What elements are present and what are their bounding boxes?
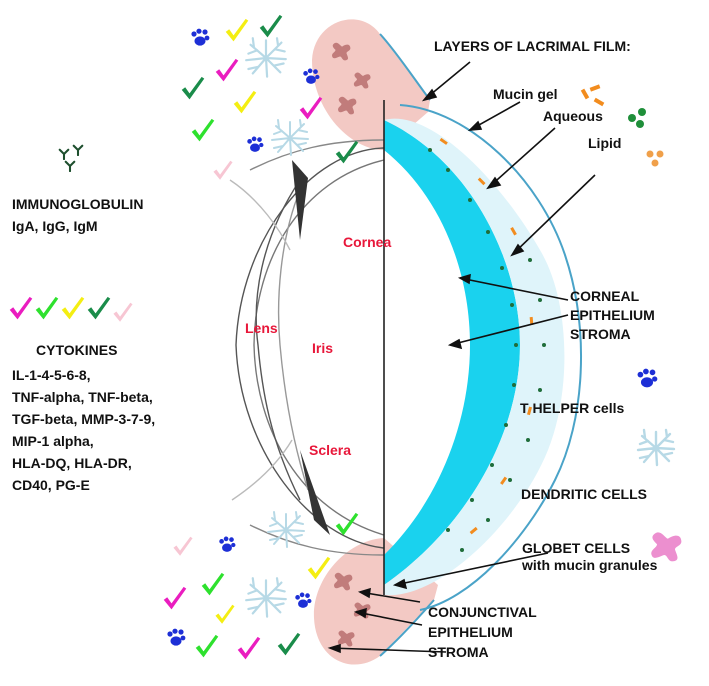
cytokine-item: CD40, PG-E bbox=[12, 477, 90, 493]
corneal-line: STROMA bbox=[570, 326, 631, 342]
conjunctival-label: CONJUNCTIVAL EPITHELIUM STROMA bbox=[428, 602, 537, 662]
corneal-label: CORNEAL EPITHELIUM STROMA bbox=[570, 287, 655, 344]
cytokine-checks bbox=[9, 296, 133, 322]
cytokines-title: CYTOKINES bbox=[36, 342, 118, 358]
aqueous-icon bbox=[628, 108, 646, 128]
layers-title: LAYERS OF LACRIMAL FILM: bbox=[434, 38, 631, 54]
conjunctiva-top bbox=[312, 19, 431, 151]
cytokines-list: IL-1-4-5-6-8, TNF-alpha, TNF-beta, TGF-b… bbox=[12, 364, 155, 496]
lens-label: Lens bbox=[245, 320, 278, 336]
pointer-arrows bbox=[327, 61, 596, 654]
immunoglobulin-icon bbox=[58, 144, 84, 172]
iris-label: Iris bbox=[312, 340, 334, 356]
mucin-gel-label: Mucin gel bbox=[493, 86, 558, 102]
immunoglobulin-types: IgA, IgG, IgM bbox=[12, 218, 98, 234]
cytokine-item: HLA-DQ, HLA-DR, bbox=[12, 455, 132, 471]
lipid-label: Lipid bbox=[588, 135, 622, 151]
immunoglobulin-title: IMMUNOGLOBULIN bbox=[12, 196, 144, 212]
globet-label: GLOBET CELLS with mucin granules bbox=[522, 540, 657, 574]
mucin-icon bbox=[580, 84, 605, 107]
eye-outline bbox=[229, 100, 385, 595]
corneal-line: CORNEAL bbox=[570, 288, 640, 304]
aqueous-label: Aqueous bbox=[543, 108, 603, 124]
t-helper-label: T HELPER cells bbox=[520, 400, 625, 416]
cytokine-item: TGF-beta, MMP-3-7-9, bbox=[12, 411, 156, 427]
globet-line: with mucin granules bbox=[522, 557, 658, 573]
cytokine-item: TNF-alpha, TNF-beta, bbox=[12, 389, 153, 405]
conjunctival-line: STROMA bbox=[428, 644, 489, 660]
lipid-icon bbox=[646, 150, 664, 167]
corneal-line: EPITHELIUM bbox=[570, 307, 655, 323]
conjunctival-line: CONJUNCTIVAL bbox=[428, 604, 537, 620]
sclera-label: Sclera bbox=[309, 442, 352, 458]
dendritic-cell-icon bbox=[636, 428, 676, 467]
globet-line: GLOBET CELLS bbox=[522, 540, 631, 556]
cytokine-item: MIP-1 alpha, bbox=[12, 433, 94, 449]
cornea-label: Cornea bbox=[343, 234, 392, 250]
conjunctival-line: EPITHELIUM bbox=[428, 624, 513, 640]
cornea-layers bbox=[384, 104, 583, 611]
cytokine-item: IL-1-4-5-6-8, bbox=[12, 367, 91, 383]
dendritic-label: DENDRITIC CELLS bbox=[521, 486, 647, 502]
t-helper-cell-icon bbox=[637, 368, 658, 388]
